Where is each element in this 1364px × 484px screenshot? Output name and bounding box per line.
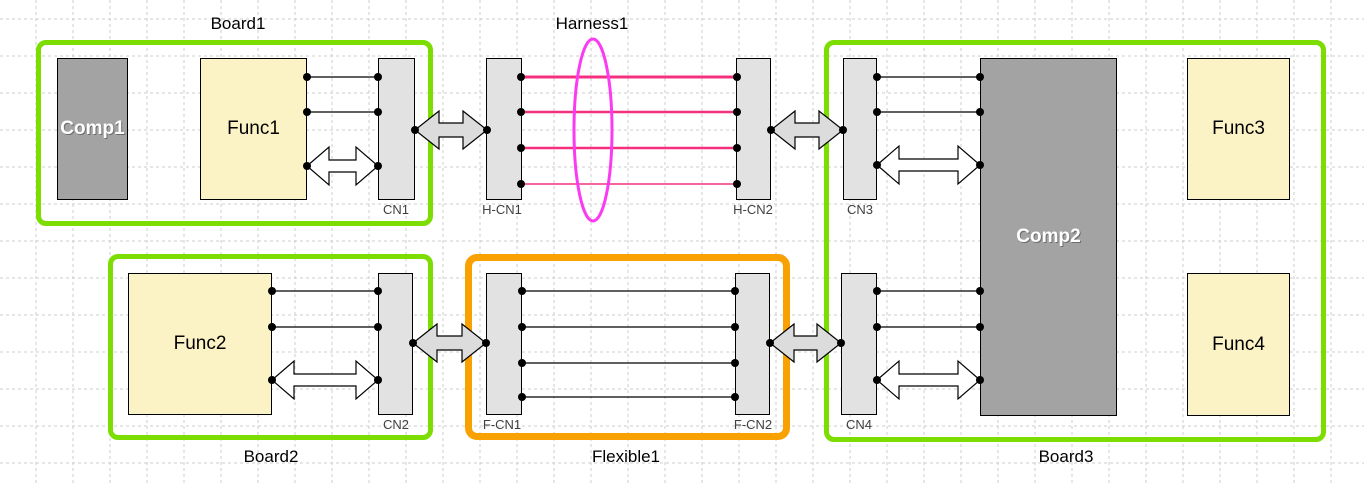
cn3-label: CN3 — [846, 202, 873, 217]
board3-label: Board3 — [1038, 447, 1094, 466]
board3-outline[interactable] — [824, 40, 1326, 442]
f-cn1-connector[interactable] — [486, 273, 522, 415]
h-cn1-connector[interactable] — [486, 58, 522, 200]
func1-block[interactable]: Func1 — [200, 58, 307, 200]
comp1-block-label: Comp1 — [60, 118, 125, 139]
harness1-label: Harness1 — [555, 14, 629, 33]
func2-block[interactable]: Func2 — [128, 273, 272, 415]
h-cn2-connector[interactable] — [736, 58, 771, 200]
func4-block[interactable]: Func4 — [1187, 273, 1290, 416]
func3-block-label: Func3 — [1212, 118, 1265, 139]
cn2-label: CN2 — [382, 417, 409, 432]
cn4-connector[interactable] — [841, 273, 877, 415]
comp1-block[interactable]: Comp1 — [57, 58, 128, 200]
comp2-block-label: Comp2 — [1016, 226, 1081, 247]
cn3-connector[interactable] — [843, 58, 877, 200]
flexible1-label: Flexible1 — [591, 447, 661, 466]
cn2-connector[interactable] — [378, 273, 413, 415]
h-cn2-label: H-CN2 — [733, 202, 773, 217]
func2-block-label: Func2 — [173, 333, 227, 354]
func1-block-label: Func1 — [227, 118, 280, 139]
comp2-block[interactable]: Comp2 — [980, 58, 1117, 416]
f-cn2-label: F-CN2 — [733, 417, 773, 432]
func4-block-label: Func4 — [1212, 333, 1265, 355]
cn4-label: CN4 — [845, 417, 872, 432]
h-cn1-label: H-CN1 — [482, 202, 522, 217]
f-cn1-label: F-CN1 — [482, 417, 522, 432]
board1-label: Board1 — [210, 14, 266, 33]
board2-label: Board2 — [243, 447, 299, 466]
f-cn2-connector[interactable] — [735, 273, 770, 415]
cn1-connector[interactable] — [378, 58, 415, 200]
func3-block[interactable]: Func3 — [1187, 58, 1290, 200]
cn1-label: CN1 — [382, 202, 409, 217]
